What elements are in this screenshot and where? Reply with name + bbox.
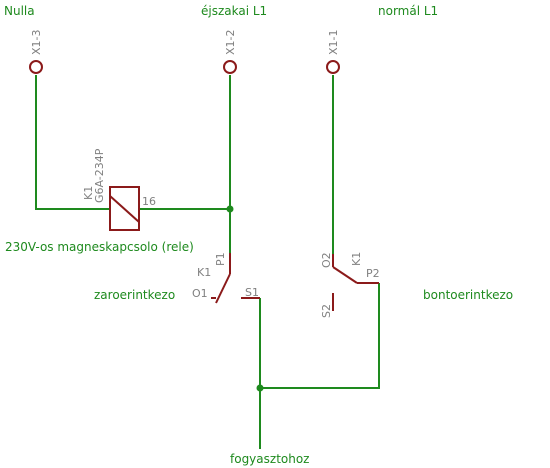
- switch-designator: K1: [197, 266, 211, 279]
- terminal-label: éjszakai L1: [201, 4, 267, 18]
- junction-dot: [226, 205, 234, 213]
- relay-pin-number: 16: [142, 195, 156, 208]
- relay-coil-diagonal: [109, 195, 140, 223]
- switch-normally-closed: O2 K1 P2 S2 bontoerintkezo: [320, 252, 513, 318]
- switch-pin-s1: S1: [245, 286, 259, 299]
- switch-lever: [332, 266, 358, 284]
- switch-pin-p1: P1: [214, 252, 227, 266]
- switch-label: bontoerintkezo: [423, 288, 513, 302]
- switch-lever: [215, 273, 231, 304]
- switch-designator: K1: [350, 252, 363, 266]
- relay-description: 230V-os magneskapcsolo (rele): [5, 240, 194, 254]
- terminal-name: X1-1: [327, 29, 340, 55]
- terminal-name: X1-2: [224, 29, 237, 55]
- relay-part-number: G6A-234P: [93, 148, 106, 203]
- terminal-x1-3: X1-3 Nulla: [4, 4, 43, 74]
- switch-pin-p2: P2: [366, 267, 380, 280]
- switch-normally-open: P1 K1 O1 S1 zaroerintkezo: [94, 252, 260, 304]
- junction-dot: [256, 384, 264, 392]
- terminal-label: Nulla: [4, 4, 35, 18]
- switch-pin-s2: S2: [320, 304, 333, 318]
- wire-nulla-to-relay: [35, 75, 110, 210]
- terminal-circle: [326, 60, 340, 74]
- relay-coil: K1 G6A-234P 16 230V-os magneskapcsolo (r…: [5, 148, 194, 254]
- terminal-circle: [29, 60, 43, 74]
- relay-coil-body: [109, 186, 140, 231]
- switch-label: zaroerintkezo: [94, 288, 175, 302]
- output-label: fogyasztohoz: [230, 452, 309, 466]
- switch-pin-o2: O2: [320, 252, 333, 268]
- terminal-name: X1-3: [30, 29, 43, 55]
- terminal-x1-1: X1-1 normál L1: [326, 4, 438, 74]
- wire-p2-to-junction: [260, 283, 380, 389]
- terminal-circle: [223, 60, 237, 74]
- wires: [35, 75, 380, 449]
- relay-designator: K1: [82, 186, 95, 200]
- terminal-label: normál L1: [378, 4, 438, 18]
- switch-pin-o1: O1: [192, 287, 208, 300]
- terminal-x1-2: X1-2 éjszakai L1: [201, 4, 267, 74]
